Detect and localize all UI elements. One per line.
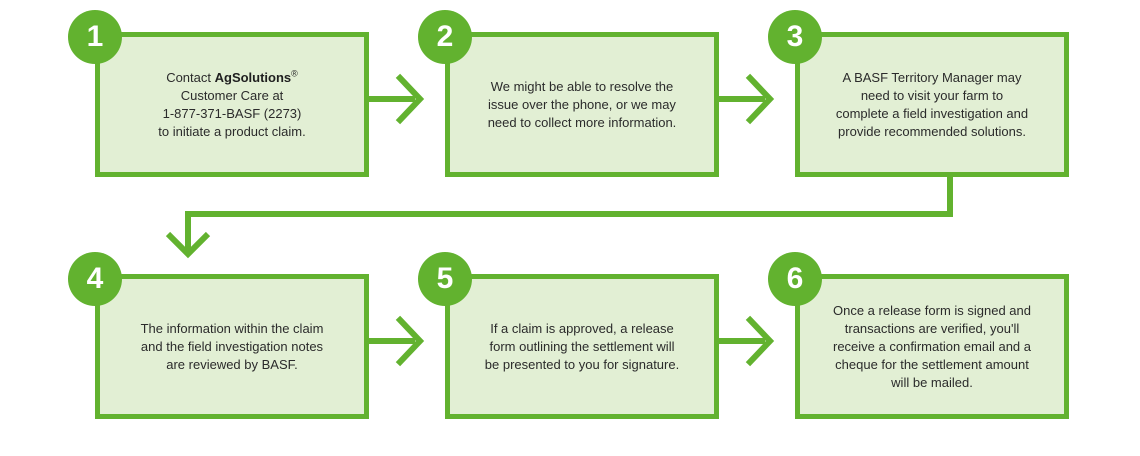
registered-mark: ® [291, 68, 298, 79]
step-5-text: If a claim is approved, a release form ou… [485, 320, 679, 374]
text-run: need to collect more information. [487, 114, 677, 130]
text-run: Customer Care at [180, 87, 284, 103]
text-run: Contact [166, 69, 215, 85]
text-run: A BASF Territory Manager may [842, 69, 1022, 85]
text-run: cheque for the settlement amount [835, 356, 1029, 372]
step-3-line: A BASF Territory Manager may [836, 69, 1028, 87]
text-run: are reviewed by BASF. [166, 356, 298, 372]
text-run: complete a field investigation and [835, 105, 1029, 121]
text-run: form outlining the settlement will [489, 338, 675, 354]
brand-name: AgSolutions [214, 69, 292, 85]
text-run: 1-877-371-BASF (2273) [162, 105, 302, 121]
arrow-1-to-2 [366, 73, 425, 125]
step-6-line: receive a confirmation email and a [833, 338, 1031, 356]
text-run: transactions are verified, you'll [844, 320, 1020, 336]
text-run: be presented to you for signature. [484, 356, 680, 372]
step-6-line: transactions are verified, you'll [833, 320, 1031, 338]
step-4-line: The information within the claim [141, 320, 324, 338]
step-6-line: cheque for the settlement amount [833, 356, 1031, 374]
arrow-4-to-5 [366, 315, 425, 367]
step-1-badge: 1 [68, 10, 122, 64]
step-1-line: to initiate a product claim. [158, 123, 305, 141]
step-2-line: We might be able to resolve the [488, 78, 677, 96]
step-6-text: Once a release form is signed and transac… [833, 302, 1031, 392]
step-6-line: will be mailed. [833, 374, 1031, 392]
step-2-box: We might be able to resolve the issue ove… [445, 32, 719, 177]
step-2-line: issue over the phone, or we may [488, 96, 677, 114]
step-2-text: We might be able to resolve the issue ove… [488, 78, 677, 132]
step-6-line: Once a release form is signed and [833, 302, 1031, 320]
text-run: to initiate a product claim. [158, 123, 306, 139]
step-5-line: be presented to you for signature. [485, 356, 679, 374]
step-4-line: and the field investigation notes [141, 338, 324, 356]
text-run: will be mailed. [891, 374, 973, 390]
step-6-box: Once a release form is signed and transac… [795, 274, 1069, 419]
text-run: We might be able to resolve the [490, 78, 674, 94]
text-run: receive a confirmation email and a [833, 338, 1031, 354]
text-run: If a claim is approved, a release [490, 320, 674, 336]
step-2-line: need to collect more information. [488, 114, 677, 132]
step-5-box: If a claim is approved, a release form ou… [445, 274, 719, 419]
text-run: The information within the claim [140, 320, 324, 336]
step-4-badge: 4 [68, 252, 122, 306]
step-4-box: The information within the claim and the … [95, 274, 369, 419]
arrow-3-to-4 [165, 177, 953, 259]
text-run: Once a release form is signed and [833, 302, 1031, 318]
step-4-line: are reviewed by BASF. [141, 356, 324, 374]
step-6-badge: 6 [768, 252, 822, 306]
text-run: and the field investigation notes [140, 338, 324, 354]
text-run: provide recommended solutions. [838, 123, 1026, 139]
step-4-text: The information within the claim and the … [141, 320, 324, 374]
step-1-line: 1-877-371-BASF (2273) [158, 105, 305, 123]
arrow-2-to-3 [716, 73, 775, 125]
step-3-line: complete a field investigation and [836, 105, 1028, 123]
step-3-box: A BASF Territory Manager may need to visi… [795, 32, 1069, 177]
step-1-line: Customer Care at [158, 87, 305, 105]
step-3-line: provide recommended solutions. [836, 123, 1028, 141]
text-run: issue over the phone, or we may [488, 96, 676, 112]
arrow-5-to-6 [716, 315, 775, 367]
step-2-badge: 2 [418, 10, 472, 64]
step-3-badge: 3 [768, 10, 822, 64]
step-5-badge: 5 [418, 252, 472, 306]
step-3-text: A BASF Territory Manager may need to visi… [836, 69, 1028, 141]
step-5-line: If a claim is approved, a release [485, 320, 679, 338]
text-run: need to visit your farm to [860, 87, 1004, 103]
step-3-line: need to visit your farm to [836, 87, 1028, 105]
step-5-line: form outlining the settlement will [485, 338, 679, 356]
step-1-line: Contact AgSolutions® [158, 69, 305, 87]
